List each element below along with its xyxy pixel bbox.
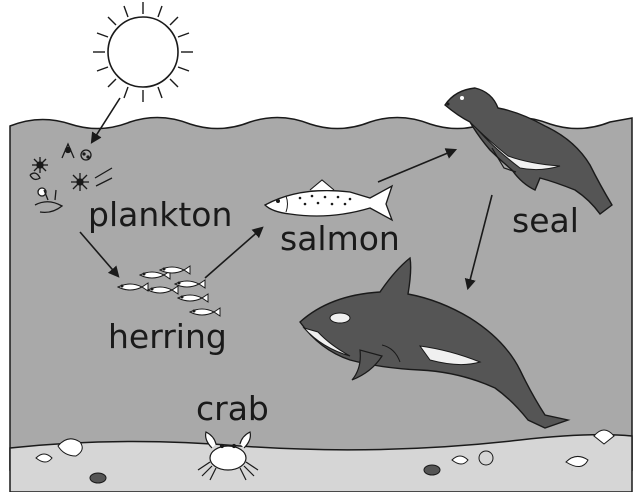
seal-label: seal — [512, 201, 579, 240]
herring-label: herring — [108, 317, 227, 356]
salmon-label: salmon — [280, 219, 400, 258]
sun-icon — [93, 2, 193, 102]
crab-label: crab — [196, 389, 269, 428]
plankton-label: plankton — [88, 195, 232, 234]
